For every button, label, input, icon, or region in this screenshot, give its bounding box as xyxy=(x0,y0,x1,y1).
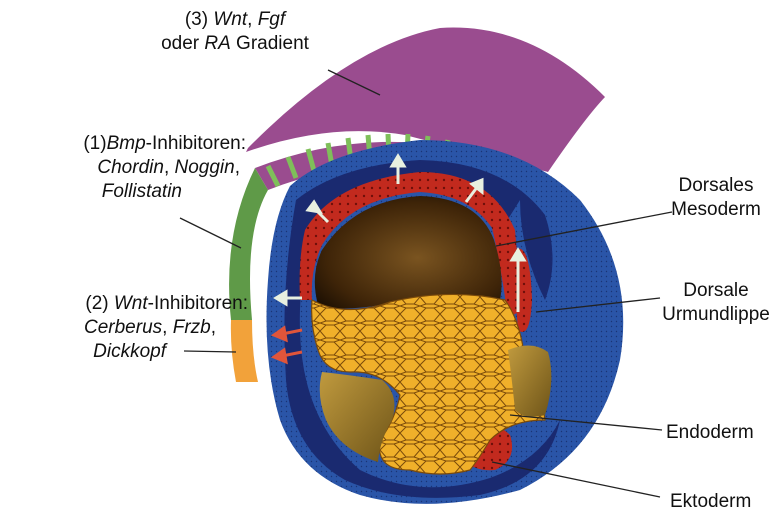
dorsal-lip-label: Dorsale Urmundlippe xyxy=(655,279,777,327)
wnt-label-line3: Dickkopf xyxy=(0,340,166,364)
dorsal-mesoderm-label: Dorsales Mesoderm xyxy=(660,174,772,222)
gradient-label-line1: (3) Wnt, Fgf xyxy=(120,8,350,32)
gradient-label-line2: oder RA Gradient xyxy=(120,32,350,56)
wnt-inhibitor-band xyxy=(231,320,258,382)
wnt-label-line2: Cerberus, Frzb, xyxy=(0,316,216,340)
endoderm-label: Endoderm xyxy=(666,421,754,445)
ectoderm-label: Ektoderm xyxy=(670,490,751,514)
wnt-inhibitor-label: (2) Wnt-Inhibitoren: Cerberus, Frzb, Dic… xyxy=(0,292,232,364)
leader-bmp xyxy=(180,218,241,248)
bmp-label-line2: Chordin, Noggin, xyxy=(0,156,240,180)
wnt-label-line1: (2) Wnt-Inhibitoren: xyxy=(0,292,248,316)
bmp-label-line1: (1)Bmp-Inhibitoren: xyxy=(0,132,246,156)
gradient-label: (3) Wnt, Fgf oder RA Gradient xyxy=(120,8,350,56)
bmp-inhibitor-label: (1)Bmp-Inhibitoren: Chordin, Noggin, Fol… xyxy=(0,132,232,204)
bmp-label-line3: Follistatin xyxy=(0,180,182,204)
